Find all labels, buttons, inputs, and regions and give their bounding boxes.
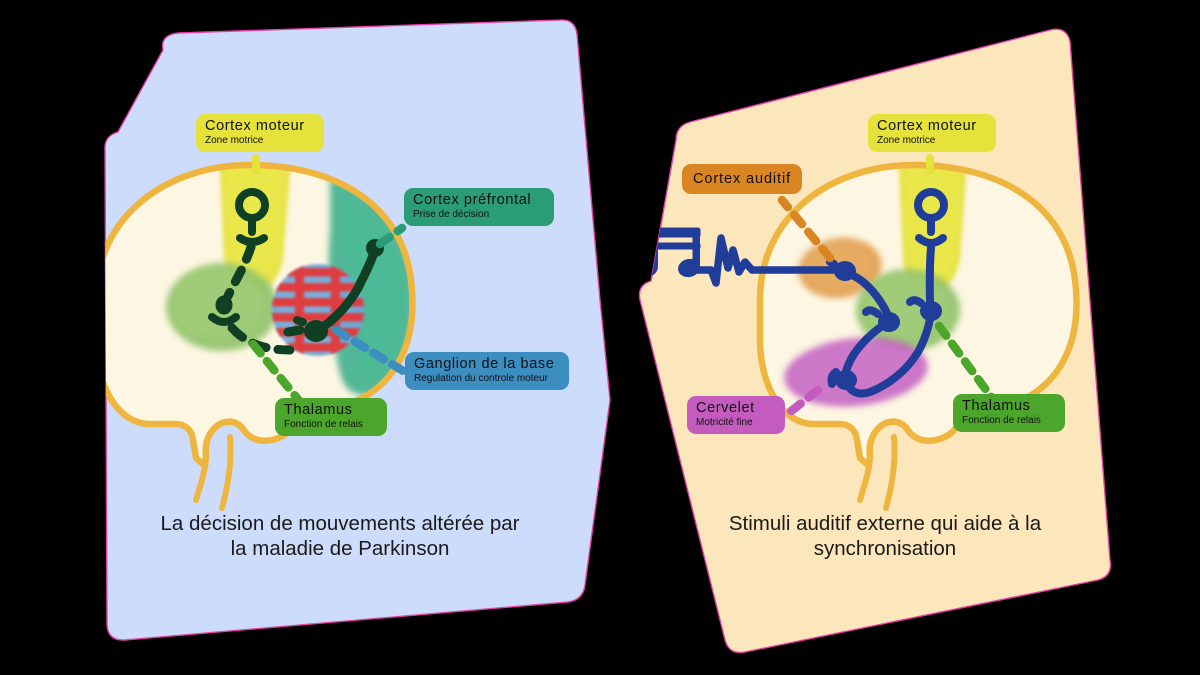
brainstem-left: [193, 452, 209, 503]
label-cortex-auditif-right[interactable]: Cortex auditif: [682, 164, 802, 194]
label-thalamus-left[interactable]: Thalamus Fonction de relais: [275, 398, 387, 436]
label-title: Thalamus: [962, 398, 1031, 414]
leader-prefrontal-left: [375, 223, 407, 249]
thalamus-relay-glyph-left: [208, 295, 240, 326]
leader-ganglion-left: [331, 325, 413, 379]
label-title: Cortex auditif: [692, 170, 792, 187]
label-title: Cortex préfrontal: [413, 192, 532, 208]
leader-thalamus-right: [934, 321, 997, 403]
label-cortex-moteur-right[interactable]: Cortex moteur Zone motrice: [868, 114, 996, 152]
label-subtitle: Zone motrice: [877, 135, 936, 146]
label-cervelet-right[interactable]: Cervelet Motricité fine: [687, 396, 785, 434]
label-title: Cortex moteur: [205, 118, 305, 134]
label-title: Ganglion de la base: [414, 356, 555, 372]
motor-descending-dashed-left: [223, 242, 256, 301]
label-cortex-prefrontal-left[interactable]: Cortex préfrontal Prise de décision: [404, 188, 554, 226]
leader-thalamus-left: [248, 339, 310, 413]
label-subtitle: Fonction de relais: [284, 419, 363, 430]
panel-left: [104, 19, 611, 641]
label-subtitle: Motricité fine: [696, 417, 753, 428]
label-subtitle: Prise de décision: [413, 209, 490, 220]
ganglia-branch-left: [283, 325, 305, 337]
label-ganglion-base-left[interactable]: Ganglion de la base Regulation du contro…: [405, 352, 569, 390]
label-cortex-moteur-left[interactable]: Cortex moteur Zone motrice: [196, 114, 324, 152]
label-title: Thalamus: [284, 402, 353, 418]
label-title: Cervelet: [696, 400, 755, 416]
motor-pathway-left: [235, 188, 269, 246]
caption-left-panel: La décision de mouvements altérée par la…: [160, 512, 520, 560]
label-subtitle: Regulation du controle moteur: [414, 373, 548, 384]
ganglia-to-prefrontal-solid-left: [313, 247, 379, 335]
ganglia-node-left: [293, 316, 328, 342]
label-subtitle: Zone motrice: [205, 135, 264, 146]
leader-auditif-right: [777, 195, 835, 263]
label-title: Cortex moteur: [877, 118, 977, 134]
brainstem-right: [857, 452, 873, 503]
waveform-pulse-line: [694, 234, 840, 287]
label-thalamus-right[interactable]: Thalamus Fonction de relais: [953, 394, 1065, 432]
pathway-nodes-right: [826, 258, 942, 390]
brainstem-left-2: [219, 434, 234, 511]
label-subtitle: Fonction de relais: [962, 415, 1041, 426]
leader-cervelet-right: [785, 385, 823, 417]
brainstem-right-2: [883, 434, 898, 511]
caption-right-panel: Stimuli auditif externe qui aide à la sy…: [728, 512, 1042, 560]
